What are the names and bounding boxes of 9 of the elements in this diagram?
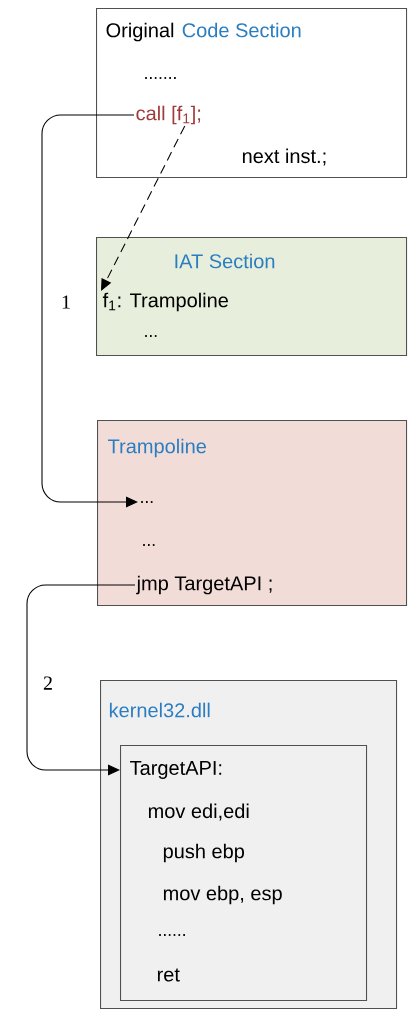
arrow bbox=[41, 114, 138, 508]
code-line: f$_{1}$: Trampoline bbox=[102, 292, 228, 312]
code-line: jmp TargetAPI ; bbox=[136, 575, 272, 595]
code-line: ... bbox=[141, 501, 153, 503]
arrow bbox=[26, 584, 136, 776]
edge-label: 2 bbox=[43, 676, 52, 690]
function-box: TargetAPI: mov edi,edi push ebp mov ebp, esp ...... ret bbox=[120, 745, 368, 1002]
edge-label: 1 bbox=[62, 295, 70, 309]
code-line: call [f$_{1}$]; bbox=[136, 105, 201, 125]
